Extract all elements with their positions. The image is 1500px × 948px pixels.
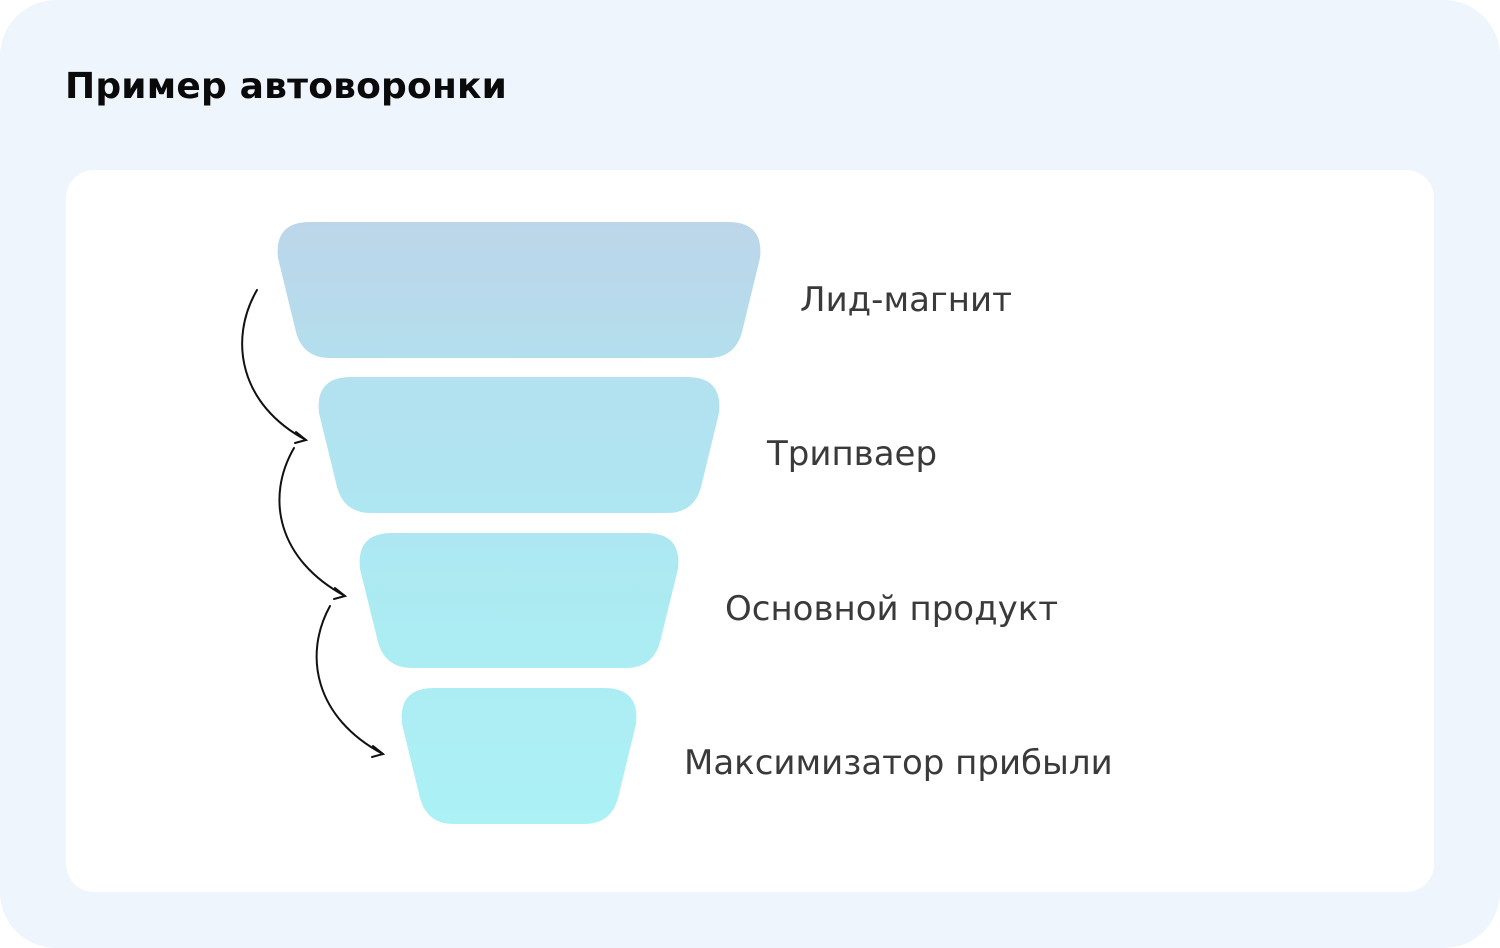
stage-label-tripwire: Трипваер xyxy=(767,434,938,474)
page-title: Пример автоворонки xyxy=(65,66,508,107)
funnel-stage-4 xyxy=(401,688,637,824)
funnel-stage-3 xyxy=(359,533,679,668)
curved-arrow-icon xyxy=(241,289,309,444)
stage-label-lead-magnet: Лид-магнит xyxy=(800,280,1012,320)
stage-label-core-product: Основной продукт xyxy=(725,589,1059,629)
stage-label-profit-maximizer: Максимизатор прибыли xyxy=(684,743,1113,783)
funnel-stage-1 xyxy=(277,222,761,358)
curved-arrow-icon xyxy=(315,605,386,758)
curved-arrow-icon xyxy=(278,447,348,600)
funnel-stage-2 xyxy=(318,377,720,513)
